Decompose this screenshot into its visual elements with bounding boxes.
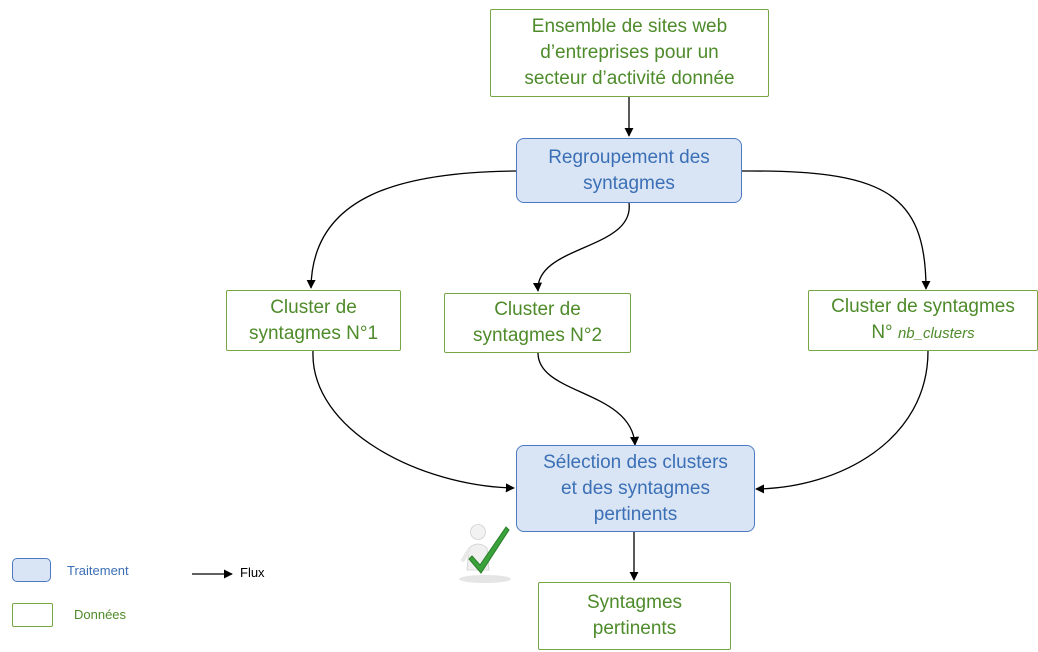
node-result-line-1: Syntagmes bbox=[586, 592, 683, 613]
edge-cluster2-to-selection bbox=[537, 352, 640, 446]
node-source-line-2: d’entreprises pour un bbox=[540, 42, 719, 63]
node-selection-line-3: pertinents bbox=[593, 503, 678, 525]
node-grouping-line-1: Regroupement des bbox=[548, 146, 710, 168]
legend-process-swatch bbox=[12, 558, 51, 582]
person-checkmark-icon bbox=[459, 524, 511, 583]
node-result: Syntagmes pertinents bbox=[538, 582, 731, 650]
node-cluster2-line-2: syntagmes N°2 bbox=[472, 325, 603, 346]
node-cluster2-line-1: Cluster de bbox=[494, 299, 581, 320]
node-clusterN-variable: nb_clusters bbox=[897, 325, 975, 342]
edge-grouping-to-cluster1 bbox=[306, 170, 517, 289]
node-selection-line-2: et des syntagmes bbox=[561, 477, 710, 499]
node-clusterN-line-2: N° nb_clusters bbox=[871, 320, 974, 347]
legend-process-label: Traitement bbox=[67, 563, 129, 578]
node-cluster1-line-1: Cluster de bbox=[270, 296, 357, 318]
legend-flow-label: Flux bbox=[240, 565, 265, 580]
node-cluster1: Cluster de syntagmes N°1 bbox=[226, 290, 401, 351]
node-result-line-2: pertinents bbox=[592, 618, 677, 639]
node-clusterN-prefix: N° bbox=[871, 322, 898, 343]
edge-clusterN-to-selection bbox=[755, 350, 929, 494]
node-source: Ensemble de sites web d’entreprises pour… bbox=[490, 9, 769, 97]
node-selection: Sélection des clusters et des syntagmes … bbox=[516, 445, 755, 532]
edge-grouping-to-cluster2 bbox=[532, 202, 630, 292]
node-selection-line-1: Sélection des clusters bbox=[543, 451, 728, 473]
edge-cluster1-to-selection bbox=[312, 350, 515, 493]
node-grouping-line-2: syntagmes bbox=[583, 172, 675, 194]
node-grouping: Regroupement des syntagmes bbox=[516, 138, 742, 203]
node-clusterN-line-1: Cluster de syntagmes bbox=[831, 296, 1015, 317]
legend-data-swatch bbox=[12, 603, 53, 627]
node-cluster1-line-2: syntagmes N°1 bbox=[248, 322, 379, 344]
node-cluster2: Cluster de syntagmes N°2 bbox=[444, 293, 631, 353]
node-clusterN: Cluster de syntagmes N° nb_clusters bbox=[808, 290, 1038, 351]
node-source-line-3: secteur d’activité donnée bbox=[524, 68, 735, 89]
legend-data-label: Données bbox=[74, 607, 127, 622]
node-source-line-1: Ensemble de sites web bbox=[531, 16, 728, 37]
edge-grouping-to-clusterN bbox=[741, 170, 931, 290]
